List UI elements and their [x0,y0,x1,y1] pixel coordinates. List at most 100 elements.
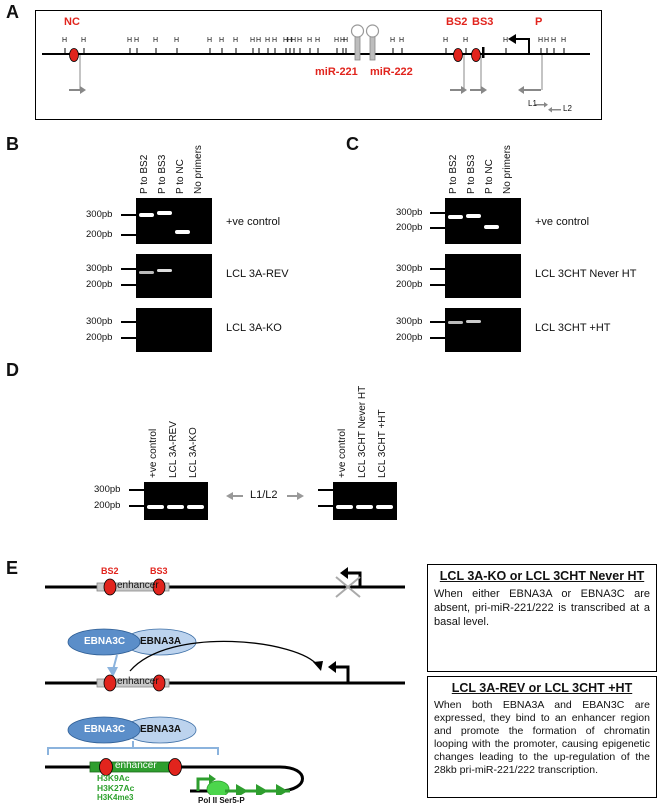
h-site-letter: H [561,37,567,44]
size-200-label: 200pb [396,222,423,233]
bs3-label: BS3 [472,16,494,28]
h-site-letter: H [127,37,133,44]
lane-label: LCL 3CHT Never HT [357,385,368,478]
h-site-letter: H [233,37,239,44]
promoter-label: P [535,16,543,28]
bs2-label: BS2 [446,16,468,28]
condition-b-3a-rev: LCL 3A-REV [226,268,289,280]
h-site-letter: H [503,37,509,44]
primer-lines [79,55,543,90]
ebna3c-label-1: EBNA3C [84,636,126,647]
condition-b-3a-ko: LCL 3A-KO [226,322,282,334]
gel-b-3a-rev [136,254,212,298]
gel-b-3a-ko [136,308,212,352]
size-200-label: 200pb [396,332,423,343]
h-site-letter: H [343,37,349,44]
gel-d-right [333,482,397,520]
primer-l2-label: L2 [563,104,572,113]
lane-label: LCL 3CHT +HT [377,409,388,478]
h-site-letter: H [219,37,225,44]
size-200-label: 200pb [86,279,113,290]
lane-label: P to NC [484,159,495,194]
h-site-letter: H [307,37,313,44]
box-looping-title: LCL 3A-REV or LCL 3CHT +HT [451,681,633,695]
h-site-letter: H [463,37,469,44]
mir221-label: miR-221 [315,66,358,78]
mir222-label: miR-222 [370,66,413,78]
histone-mark-h3k4me3: H3K4me3 [97,793,134,802]
h-site-letter: H [265,37,271,44]
h-site-letter: H [340,37,346,44]
enhancer-label-2: enhancer [117,676,159,687]
box-looping-text: When both EBNA3A and EBAN3C are expresse… [434,699,650,776]
box-basal-title: LCL 3A-KO or LCL 3CHT Never HT [439,569,645,583]
ebna3c-label-2: EBNA3C [84,724,126,735]
size-300-label: 300pb [86,209,113,220]
h-site-letter: H [174,37,180,44]
h-site-letter: H [443,37,449,44]
h-site-letter: H [283,37,289,44]
h-site-letter: H [207,37,213,44]
condition-c-never-ht: LCL 3CHT Never HT [535,268,637,280]
gel-b-positive-control [136,198,212,244]
gel-c-positive-control [445,198,521,244]
genomic-map-frame [35,10,602,120]
panel-label-c: C [346,134,359,154]
histone-mark-h3k9ac: H3K9Ac [97,773,130,783]
pol-ii-label: Pol II Ser5-P [198,796,245,805]
looping-model-diagram [45,567,405,795]
box-basal-text: When either EBNA3A or EBNA3C are absent,… [434,588,650,628]
h-site-letter: H [297,37,303,44]
h-site-letter: H [287,37,293,44]
panel-d-ticks-arrows [129,489,333,507]
size-200-label: 200pb [86,332,113,343]
h-site-letter: H [315,37,321,44]
h-site-letter: H [390,37,396,44]
size-300-label: 300pb [396,207,423,218]
h-site-letter: H [250,37,256,44]
bs2-site-marker [453,48,463,62]
mir222-hairpin [365,24,380,61]
e-bs3-label: BS3 [150,566,168,576]
ebna3a-label-2: EBNA3A [140,724,182,735]
size-200-label: 200pb [396,279,423,290]
size-200-label: 200pb [86,229,113,240]
h-site-letter: H [272,37,278,44]
nc-site-marker [69,48,79,62]
size-300-label: 300pb [86,263,113,274]
gel-d-left [144,482,208,520]
h-site-letter: H [544,37,550,44]
lane-label: No primers [502,145,513,194]
ebna3a-label-1: EBNA3A [140,636,182,647]
size-300-label: 300pb [396,263,423,274]
panel-label-e: E [6,558,19,578]
mir221-hairpin [350,24,365,61]
e-bs2-label: BS2 [101,566,119,576]
size-300-label: 300pb [396,316,423,327]
h-site-ticks [64,48,565,54]
histone-mark-h3k27ac: H3K27Ac [97,783,135,793]
h-site-letter: H [399,37,405,44]
genomic-map [42,24,590,113]
primer-arrows [69,86,561,113]
h-site-letter: H [81,37,87,44]
h-site-letter: H [134,37,140,44]
h-site-letter: H [291,37,297,44]
panel-label-a: A [6,2,19,22]
size-300-label: 300pb [94,484,121,495]
condition-c-plus-ht: LCL 3CHT +HT [535,322,611,334]
nc-label: NC [64,16,80,28]
lane-label: P to BS3 [466,154,477,194]
h-site-letter: H [551,37,557,44]
enhancer-label-1: enhancer [117,580,159,591]
h-site-letter: H [538,37,544,44]
lane-label: P to BS2 [448,154,459,194]
promoter-arrow [514,38,530,55]
panel-label-b: B [6,134,19,154]
condition-b-positive-control: +ve control [226,216,281,228]
size-300-label: 300pb [86,316,113,327]
size-200-label: 200pb [94,500,121,511]
enhancer-label-3: enhancer [115,760,157,771]
h-site-letter: H [334,37,340,44]
gel-c-never-ht [445,254,521,298]
